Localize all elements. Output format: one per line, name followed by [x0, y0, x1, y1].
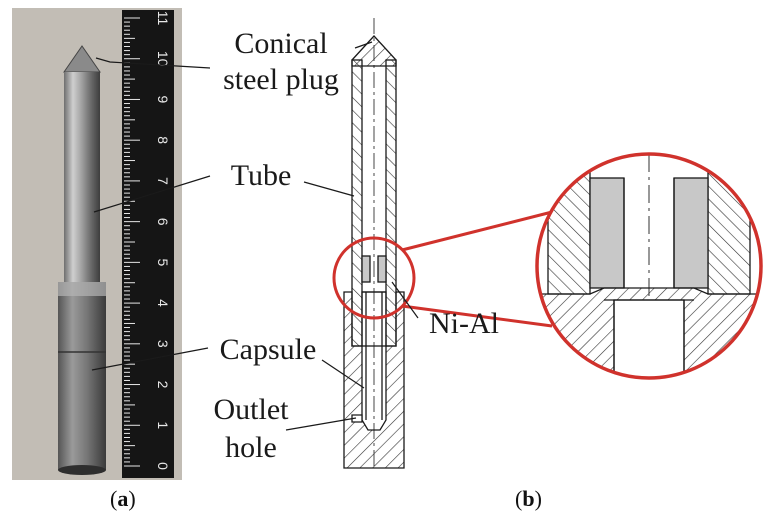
label-outlet-line2: hole	[225, 431, 277, 464]
detail-marker-circle	[332, 236, 416, 320]
photo-panel: 0 1 2 3 4 5 6 7 8 9 10 11	[12, 8, 182, 480]
tube-wall-right	[385, 59, 397, 347]
leader-capsule-right	[321, 359, 365, 389]
zoom-ni-al-left	[589, 177, 625, 289]
leader-capsule-left	[91, 347, 209, 371]
cross-section	[343, 18, 405, 470]
ruler-number: 1	[155, 421, 171, 429]
caption-a-letter: a	[117, 486, 129, 511]
label-capsule: Capsule	[219, 333, 317, 366]
ruler-number: 5	[155, 258, 171, 266]
caption-b: (b)	[515, 486, 542, 511]
ruler-number: 10	[155, 51, 171, 67]
zoom-connector-lower	[401, 304, 553, 328]
label-ni-al: Ni-Al	[429, 307, 499, 340]
ruler-number: 4	[155, 299, 171, 307]
ruler	[122, 10, 174, 478]
zoom-ni-al-right	[673, 177, 709, 289]
leader-tube-right	[303, 181, 355, 197]
label-conical-line2: steel plug	[223, 63, 339, 96]
leader-lines	[91, 41, 419, 431]
caption-a: (a)	[110, 486, 136, 511]
leader-conical-right	[354, 41, 373, 49]
tube-wall-left	[351, 59, 363, 347]
ruler-ticks	[124, 17, 140, 467]
zoom-detail	[537, 154, 761, 378]
label-outlet-line1: Outlet	[213, 393, 289, 426]
ruler-number: 2	[155, 381, 171, 389]
capsule-body	[343, 291, 405, 469]
ruler-number: 7	[155, 177, 171, 185]
outlet-hole	[351, 414, 363, 423]
caption-b-letter: b	[522, 486, 535, 511]
ruler-number: 9	[155, 96, 171, 104]
ni-al-insert-right	[377, 255, 387, 283]
zoom-circle	[535, 152, 763, 380]
specimen-capsule	[58, 282, 106, 470]
ruler-number: 8	[155, 136, 171, 144]
specimen-tube	[64, 72, 100, 282]
ruler-numbers: 0 1 2 3 4 5 6 7 8 9 10 11	[155, 11, 171, 470]
zoom-connector-upper	[401, 210, 553, 252]
leader-tube-left	[93, 175, 211, 213]
leader-outlet	[285, 417, 357, 431]
ruler-number: 11	[155, 11, 171, 26]
ruler-number: 6	[155, 218, 171, 226]
ni-al-insert-left	[361, 255, 371, 283]
ruler-number: 3	[155, 340, 171, 348]
label-conical-line1: Conical	[234, 27, 328, 60]
leader-ni-al	[391, 281, 419, 319]
leader-conical	[95, 57, 211, 69]
ruler-number: 0	[155, 462, 171, 470]
label-tube: Tube	[230, 159, 292, 192]
